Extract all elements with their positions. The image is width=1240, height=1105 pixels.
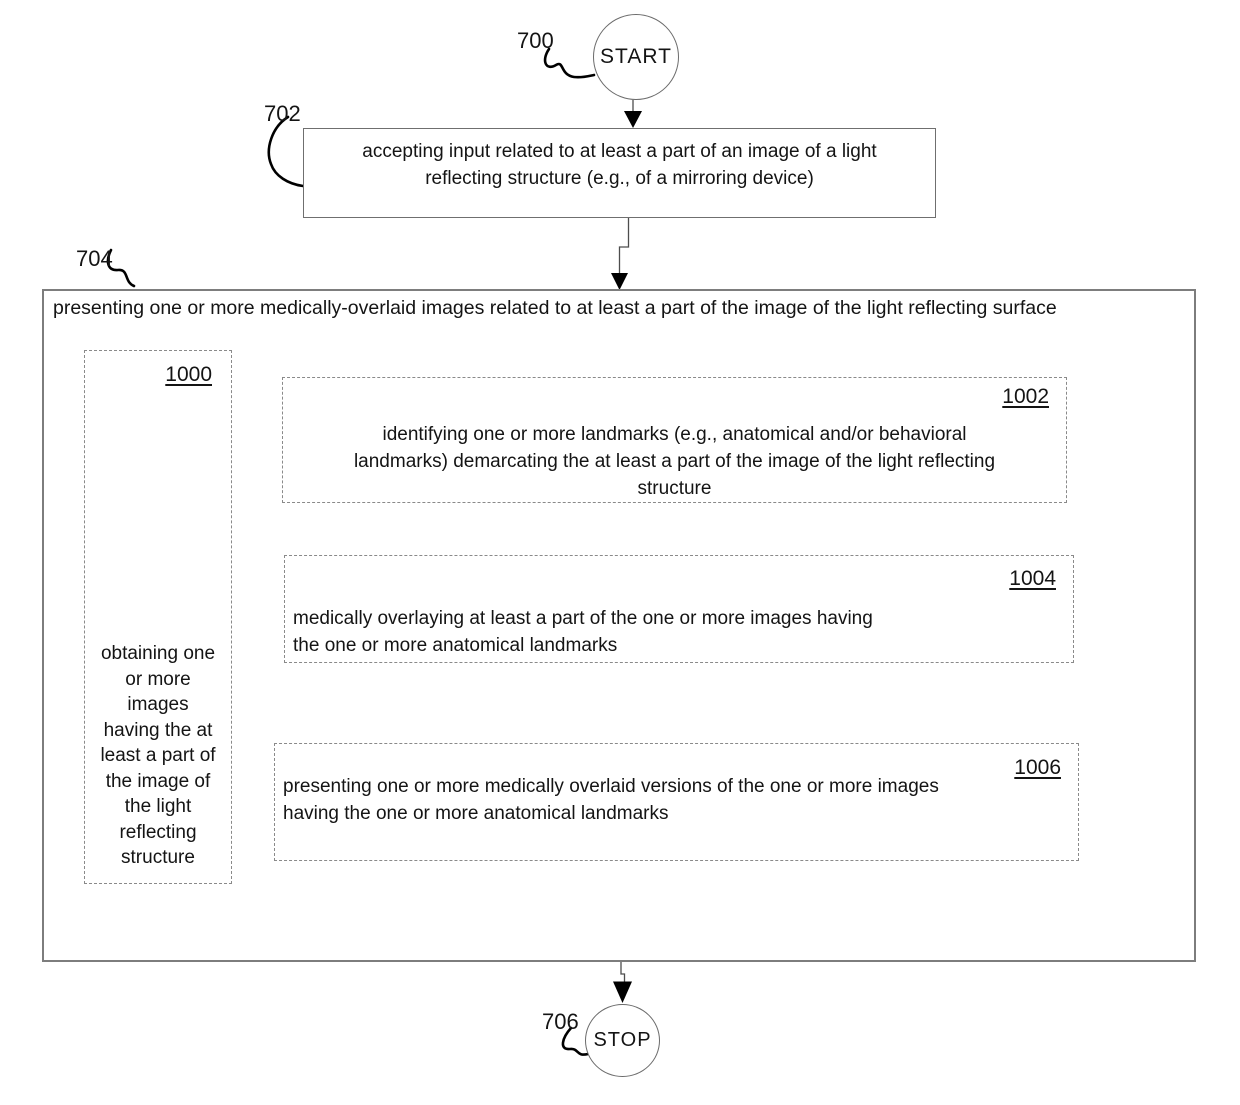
ref-704-label: 704 — [76, 246, 113, 271]
substep-1004-text: medically overlaying at least a part of … — [293, 608, 873, 656]
ref-702-label: 702 — [264, 101, 301, 126]
substep-1000-box: 1000 obtaining one or more images having… — [84, 350, 232, 884]
start-node-label: START — [600, 45, 672, 68]
substep-1004-box: 1004 medically overlaying at least a par… — [284, 555, 1074, 663]
arrow-704-to-stop — [613, 962, 632, 1003]
substep-1002-box: 1002 identifying one or more landmarks (… — [282, 377, 1067, 503]
substep-1002-text: identifying one or more landmarks (e.g.,… — [353, 424, 996, 499]
step-702-text: accepting input related to at least a pa… — [362, 141, 877, 189]
step-702-box: accepting input related to at least a pa… — [303, 128, 936, 218]
step-704-header-text: presenting one or more medically-overlai… — [53, 297, 1057, 319]
substep-1000-ref: 1000 — [165, 363, 212, 386]
arrow-702-to-704 — [611, 218, 630, 290]
substep-1006-ref: 1006 — [1014, 756, 1061, 779]
lead-line-702 — [267, 115, 305, 188]
arrow-start-to-702 — [624, 100, 642, 128]
substep-1000-text: obtaining one or more images having the … — [100, 643, 216, 868]
ref-706-label: 706 — [542, 1009, 579, 1034]
substep-1004-ref: 1004 — [1009, 567, 1056, 590]
substep-1002-ref: 1002 — [1002, 385, 1049, 408]
step-704-box: presenting one or more medically-overlai… — [42, 289, 1196, 962]
stop-node-label: STOP — [593, 1029, 652, 1051]
substep-1006-box: 1006 presenting one or more medically ov… — [274, 743, 1079, 861]
start-node: START — [593, 14, 679, 100]
stop-node: STOP — [585, 1004, 660, 1077]
substep-1006-text: presenting one or more medically overlai… — [283, 776, 939, 824]
ref-700-label: 700 — [517, 28, 554, 53]
